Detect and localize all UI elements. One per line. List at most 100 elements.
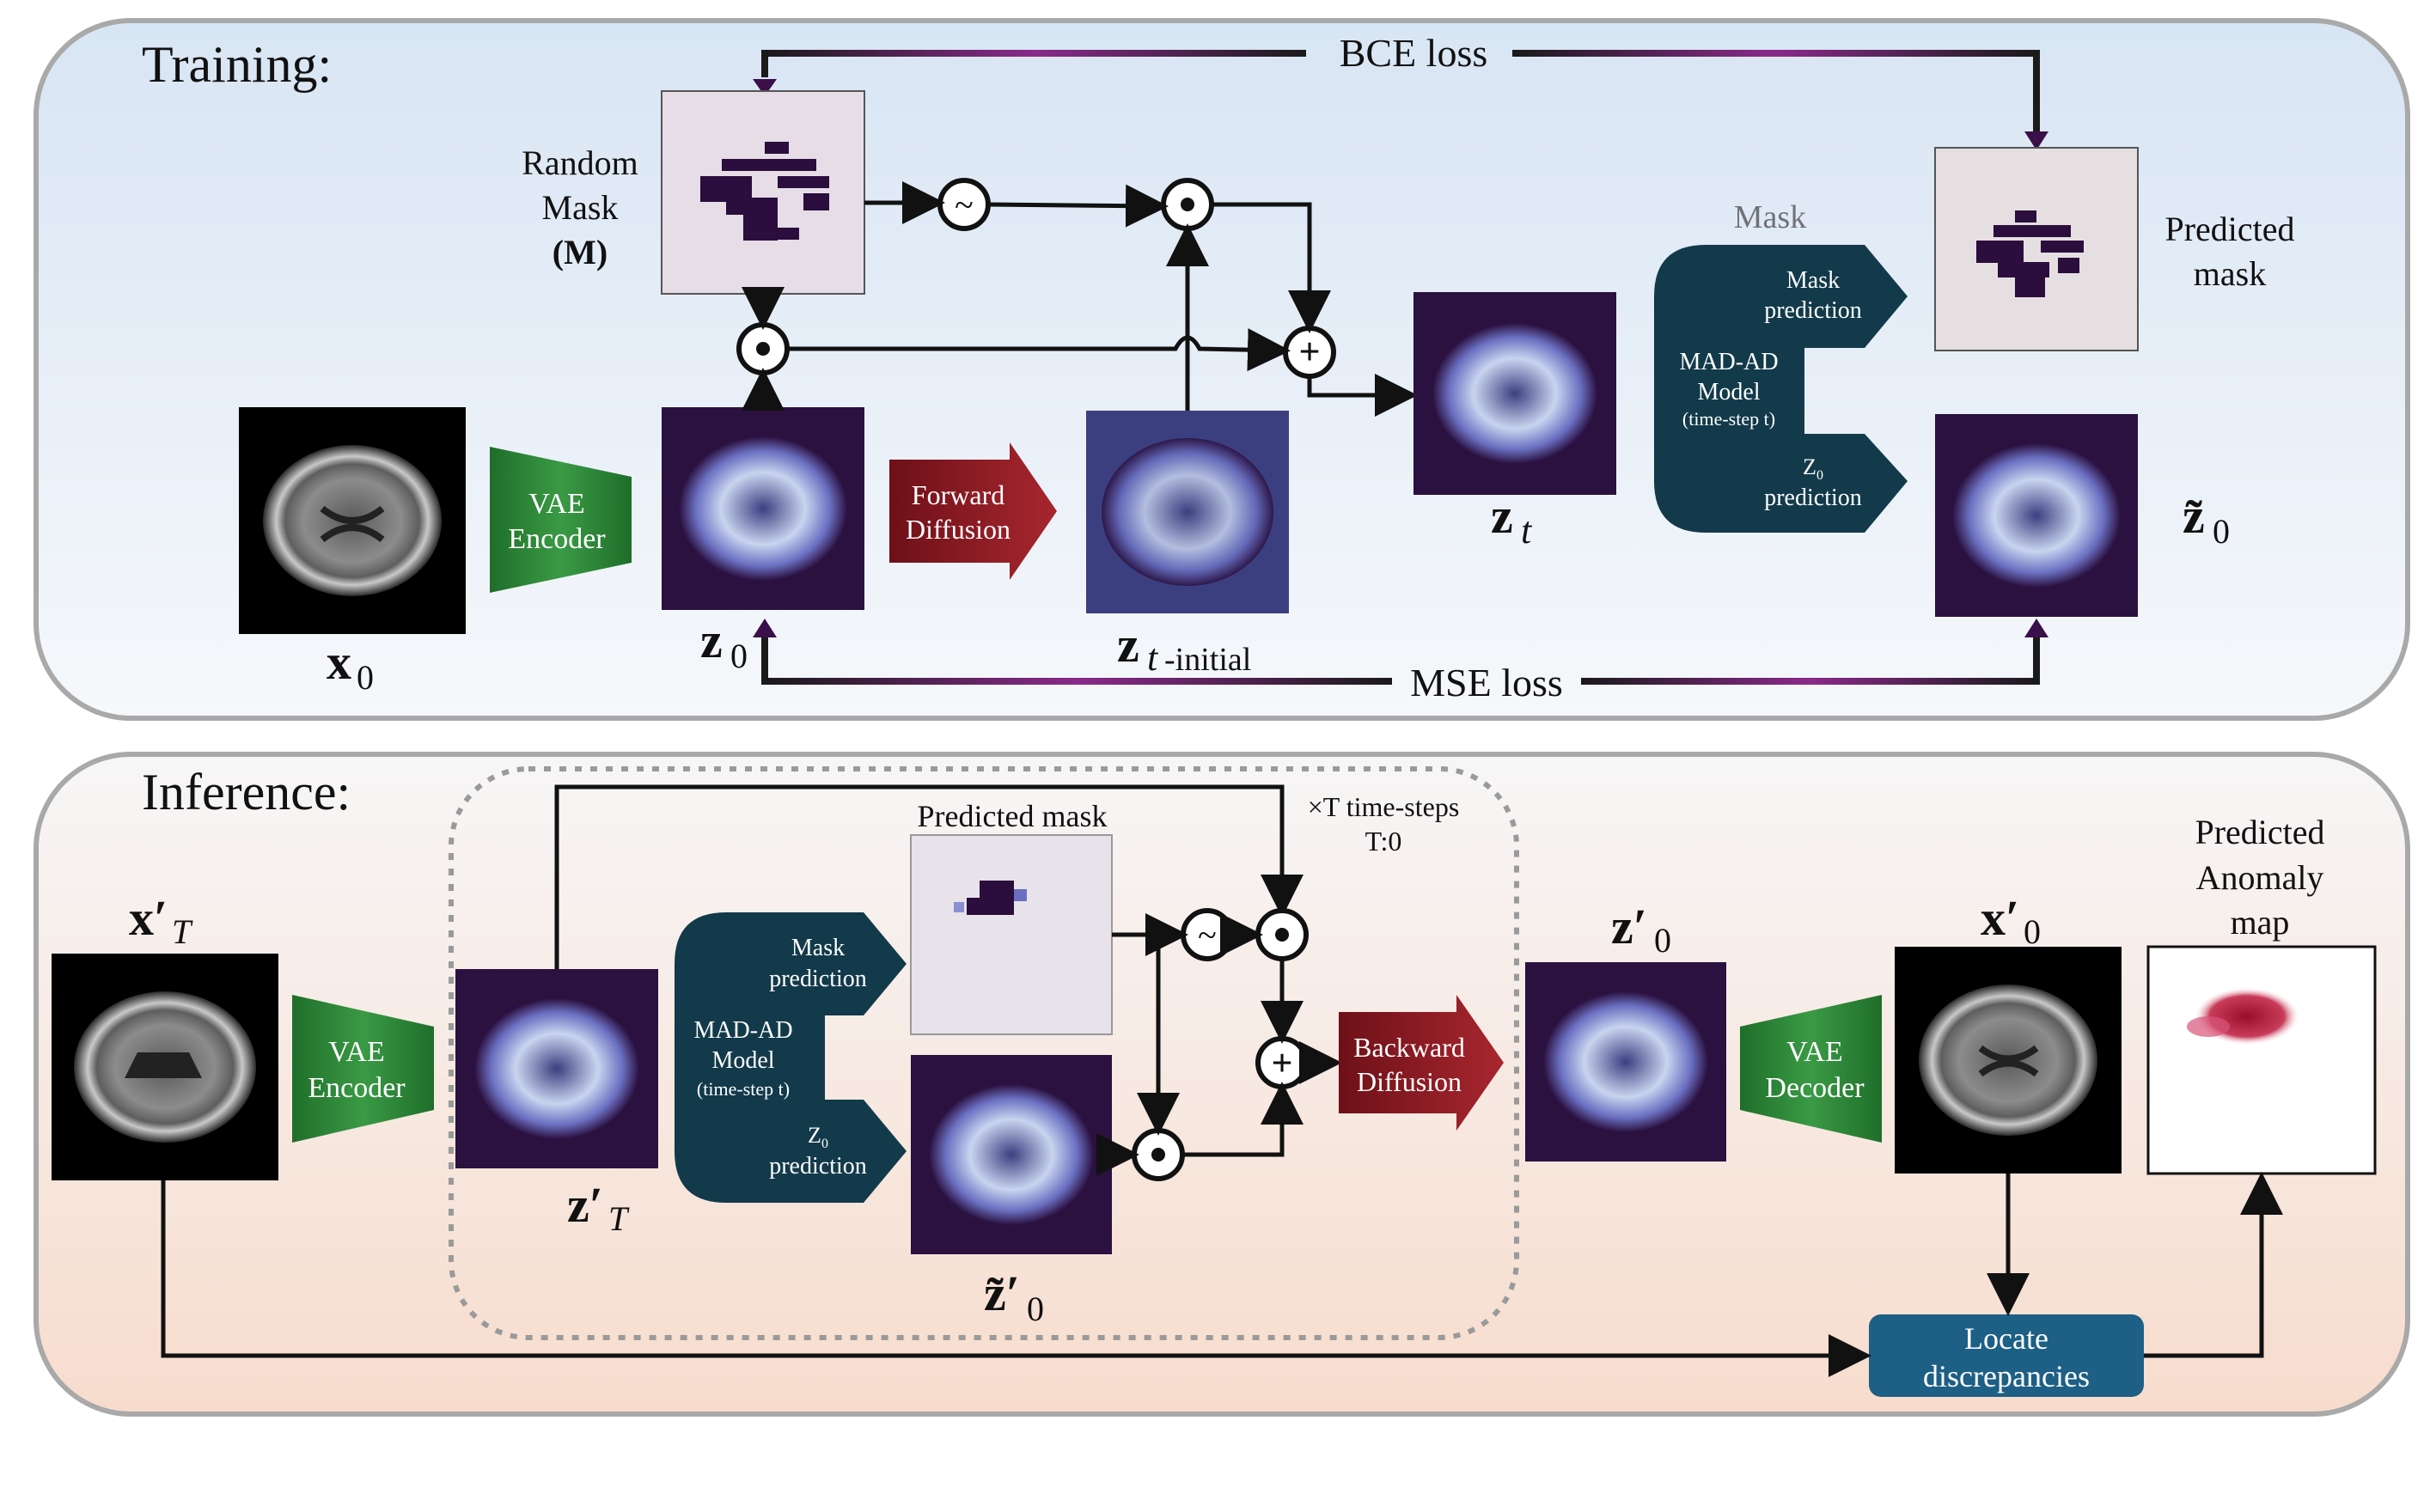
random-mask-image bbox=[661, 90, 865, 295]
anomaly-map-label3: map bbox=[2231, 903, 2290, 942]
mse-loss-label: MSE loss bbox=[1410, 661, 1563, 704]
z0-prediction-training-2: prediction bbox=[1764, 485, 1862, 511]
z0-tilde-symbol: z̃ bbox=[2183, 488, 2205, 544]
mad-ad-model-inference-2: Model bbox=[711, 1047, 774, 1074]
bce-arrow-left bbox=[753, 79, 777, 96]
vae-decoder bbox=[1740, 995, 1882, 1143]
vae-encoder-training-line2: Encoder bbox=[508, 523, 606, 555]
locate-line2: discrepancies bbox=[1923, 1359, 2090, 1393]
xT-ventricle bbox=[125, 1052, 202, 1078]
anomaly-map-label1: Predicted bbox=[2195, 813, 2324, 851]
z0-prime-subscript: 0 bbox=[1654, 921, 1671, 960]
mad-ad-model-inference-1: MAD-AD bbox=[693, 1017, 792, 1044]
timestep-loop-box bbox=[449, 766, 1519, 1340]
z0-prediction-inference-1: Z0 bbox=[808, 1123, 828, 1151]
predicted-mask-pattern bbox=[1976, 210, 2084, 297]
random-mask-label1: Random bbox=[522, 143, 638, 182]
predicted-mask-inference-pattern bbox=[954, 881, 1027, 915]
z0-tilde-subscript: 0 bbox=[2213, 512, 2230, 551]
inference-arrows bbox=[1096, 913, 1342, 1176]
zt-initial-suffix: -initial bbox=[1164, 642, 1251, 678]
locate-line1: Locate bbox=[1964, 1321, 2048, 1356]
zt-symbol: z bbox=[1491, 488, 1513, 544]
x0-prime-symbol: x′ bbox=[1981, 890, 2019, 946]
bce-arrow-right bbox=[2024, 131, 2048, 150]
random-mask-pattern bbox=[700, 142, 829, 241]
x0-subscript: 0 bbox=[357, 658, 374, 697]
z0-symbol: z bbox=[700, 613, 723, 668]
training-arrows bbox=[742, 181, 1418, 417]
vae-decoder-line1: VAE bbox=[1786, 1036, 1843, 1068]
training-title: Training: bbox=[142, 36, 332, 93]
predicted-mask-inference-title: Predicted mask bbox=[918, 799, 1108, 833]
mad-ad-model-training-1: MAD-AD bbox=[1679, 349, 1778, 375]
mse-loss-line bbox=[761, 636, 2040, 685]
odot-to-plus-arrow bbox=[787, 328, 1291, 372]
xT-symbol: x′ bbox=[129, 890, 168, 946]
forward-diffusion-line1: Forward bbox=[912, 479, 1004, 510]
xT-subscript: T bbox=[172, 912, 193, 951]
z0-prediction-training-1: Z0 bbox=[1803, 454, 1823, 483]
vae-encoder-inference-line1: VAE bbox=[328, 1036, 385, 1068]
faint-mask-label: Mask bbox=[1734, 199, 1806, 235]
backward-diffusion-block bbox=[1339, 995, 1504, 1131]
predicted-mask-training-image bbox=[1934, 147, 2139, 351]
mad-ad-model-training-2: Model bbox=[1697, 379, 1760, 405]
bce-loss-label: BCE loss bbox=[1340, 31, 1488, 75]
tilde-op-inference: ~ bbox=[1198, 916, 1217, 954]
zt-initial-t: t bbox=[1147, 637, 1159, 679]
bce-loss-line bbox=[761, 50, 2040, 133]
vae-encoder-training bbox=[490, 447, 632, 593]
anomaly-map-label2: Anomaly bbox=[2196, 858, 2324, 897]
locate-arrows bbox=[161, 1172, 2283, 1377]
mad-ad-model-training bbox=[1654, 245, 1908, 533]
mad-ad-model-inference bbox=[675, 912, 907, 1203]
vae-encoder-inference-line2: Encoder bbox=[308, 1072, 406, 1104]
predicted-mask-label2: mask bbox=[2194, 254, 2266, 293]
mask-prediction-inference-1: Mask bbox=[791, 935, 845, 961]
random-mask-label2: Mask bbox=[542, 188, 619, 227]
mse-arrow-right bbox=[2024, 619, 2048, 637]
random-mask-label3: (M) bbox=[553, 233, 608, 271]
backward-diffusion-line1: Backward bbox=[1353, 1032, 1465, 1063]
odot-op-inference-bottom bbox=[1151, 1148, 1165, 1161]
locate-discrepancies-box bbox=[1869, 1314, 2144, 1397]
plus-op-training: + bbox=[1298, 331, 1320, 373]
plus-op-inference: + bbox=[1271, 1042, 1292, 1084]
zt-subscript: t bbox=[1521, 509, 1533, 552]
zT-subscript: T bbox=[608, 1199, 630, 1238]
z0-prediction-inference-2: prediction bbox=[769, 1153, 867, 1180]
odot-op-inference-top bbox=[1275, 928, 1289, 942]
zT-symbol: z′ bbox=[567, 1177, 603, 1233]
mse-arrow-left bbox=[753, 619, 777, 637]
z0-tilde-prime-subscript: 0 bbox=[1027, 1289, 1044, 1328]
timesteps-label2: T:0 bbox=[1365, 826, 1402, 857]
vae-encoder-inference bbox=[292, 995, 434, 1143]
mask-prediction-inference-2: prediction bbox=[769, 966, 867, 992]
mask-prediction-training-1: Mask bbox=[1786, 267, 1840, 294]
vae-encoder-training-line1: VAE bbox=[528, 488, 585, 520]
predicted-mask-inference-image bbox=[910, 834, 1113, 1035]
mad-ad-model-inference-3: (time-step t) bbox=[697, 1078, 790, 1100]
z0-tilde-prime-symbol: z̃′ bbox=[984, 1265, 1020, 1321]
mask-prediction-training-2: prediction bbox=[1764, 297, 1862, 324]
vae-decoder-line2: Decoder bbox=[1765, 1072, 1865, 1104]
predicted-mask-label1: Predicted bbox=[2164, 210, 2294, 248]
inference-panel bbox=[34, 752, 2410, 1417]
tilde-op-training: ~ bbox=[955, 186, 974, 224]
backward-diffusion-line2: Diffusion bbox=[1357, 1066, 1462, 1097]
loop-arrow bbox=[554, 784, 1304, 969]
forward-diffusion-line2: Diffusion bbox=[906, 514, 1010, 545]
mad-ad-model-training-3: (time-step t) bbox=[1682, 408, 1775, 430]
x0-symbol: x bbox=[327, 634, 351, 690]
anomaly-map-image bbox=[2146, 945, 2377, 1175]
odot-op-training-bottom bbox=[756, 342, 770, 356]
z0-prime-symbol: z′ bbox=[1611, 899, 1647, 954]
x0-prime-subscript: 0 bbox=[2024, 912, 2041, 951]
forward-diffusion-block bbox=[889, 442, 1057, 580]
z0-subscript: 0 bbox=[730, 637, 748, 675]
odot-op-training-top bbox=[1181, 198, 1194, 211]
inference-title: Inference: bbox=[142, 764, 351, 820]
timesteps-label1: ×T time-steps bbox=[1308, 791, 1460, 822]
